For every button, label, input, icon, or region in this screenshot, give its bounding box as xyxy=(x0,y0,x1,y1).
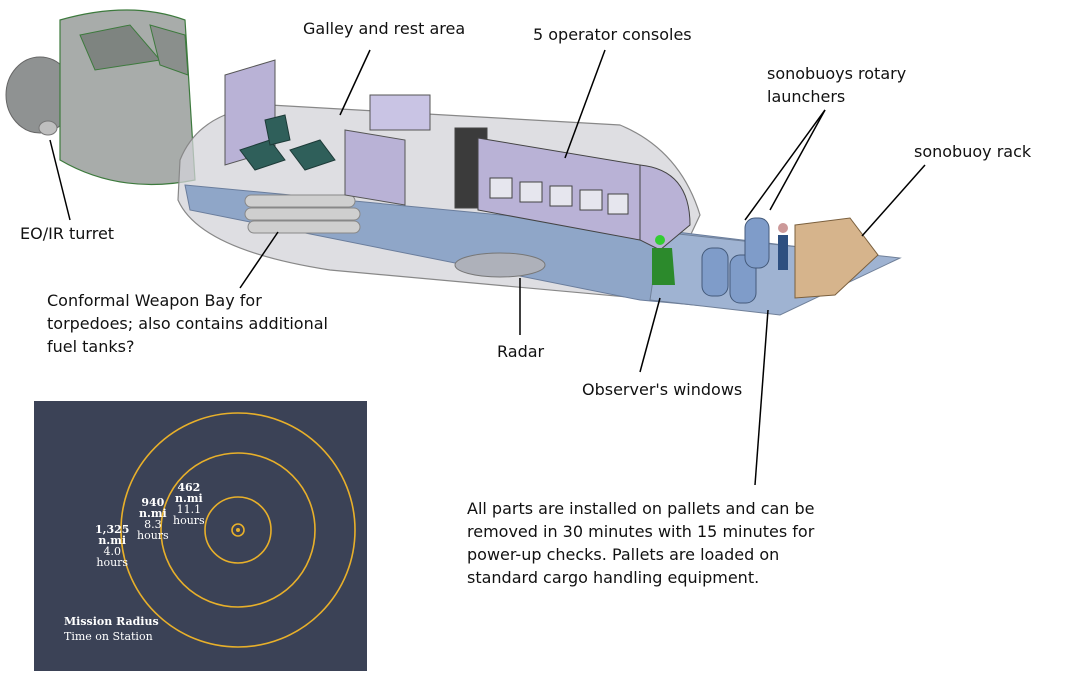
galley-panels xyxy=(224,59,431,206)
label-eo-ir-turret: EO/IR turret xyxy=(20,224,115,243)
label-galley: Galley and rest area xyxy=(303,19,466,38)
operator-consoles xyxy=(454,127,691,251)
inset-caption: Mission Radius Time on Station xyxy=(64,615,159,643)
cockpit-nose xyxy=(5,9,196,186)
ring-outer xyxy=(120,412,356,648)
observer-figure xyxy=(652,223,788,285)
center-point xyxy=(231,523,245,537)
label-observer-windows: Observer's windows xyxy=(582,380,743,399)
eo-ir-turret-shape xyxy=(38,120,58,136)
weapon-bay-torpedoes xyxy=(244,194,361,234)
label-sonobuoy-rack: sonobuoy rack xyxy=(914,142,1032,161)
radar-dome xyxy=(454,252,546,278)
crew-seats xyxy=(239,114,336,171)
mission-radius-rings xyxy=(120,412,356,648)
ring-label-inner: 462 n.mi 11.1 hours xyxy=(173,481,205,527)
ring-inner xyxy=(204,496,272,564)
sonobuoy-launchers xyxy=(701,217,770,304)
label-radar: Radar xyxy=(497,342,545,361)
label-sonobuoy-rotary-launchers: sonobuoys rotary launchers xyxy=(767,64,907,106)
label-operator-consoles: 5 operator consoles xyxy=(533,25,692,44)
sonobuoy-rack-box xyxy=(794,217,879,299)
ring-label-outer: 1,325 n.mi 4.0 hours xyxy=(95,523,130,569)
label-conformal-weapon-bay: Conformal Weapon Bay for torpedoes; also… xyxy=(47,291,328,356)
mission-radius-inset: 462 n.mi 11.1 hours 940 n.mi 8.3 hours 1… xyxy=(34,401,367,671)
leader-lines xyxy=(49,49,926,486)
ring-label-middle: 940 n.mi 8.3 hours xyxy=(137,496,169,542)
label-pallets-note: All parts are installed on pallets and c… xyxy=(467,499,815,587)
ring-middle xyxy=(160,452,316,608)
